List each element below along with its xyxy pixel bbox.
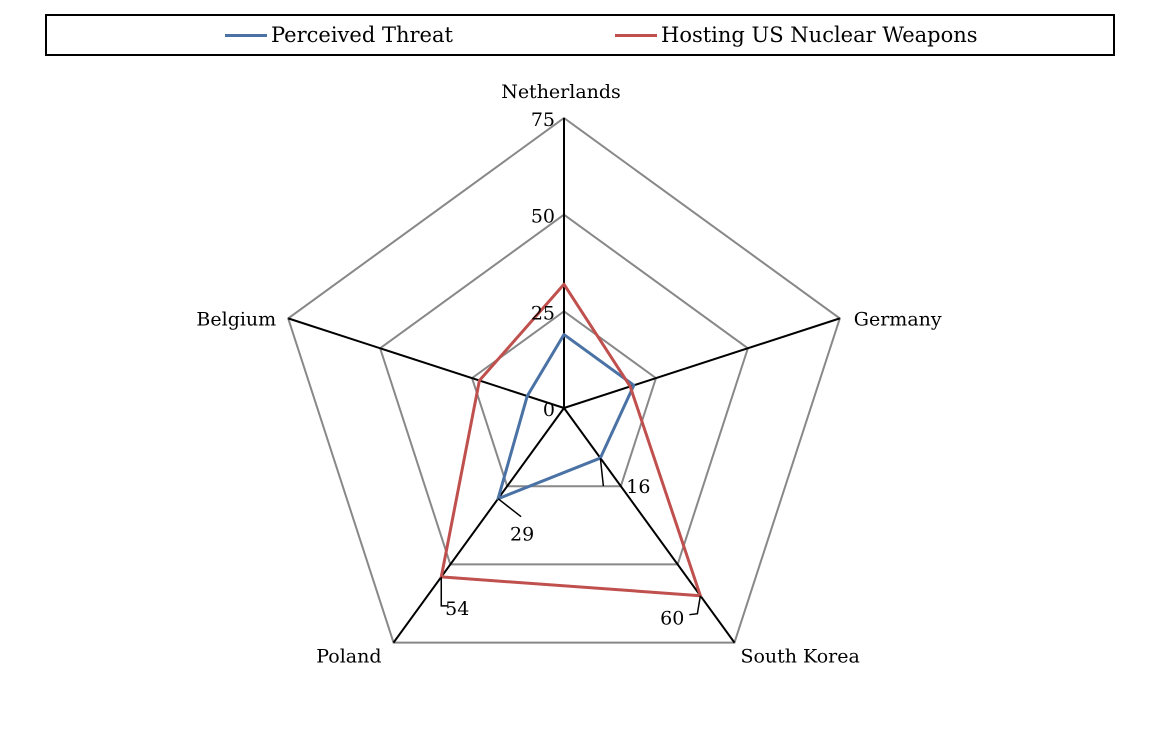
- legend-item-perceived-threat: Perceived Threat: [225, 16, 453, 54]
- legend-label-perceived-threat: Perceived Threat: [271, 23, 453, 47]
- legend-label-hosting-us-nuclear-weapons: Hosting US Nuclear Weapons: [661, 23, 978, 47]
- category-label-netherlands: Netherlands: [501, 81, 621, 103]
- radial-tick-label: 0: [543, 399, 555, 421]
- category-label-germany: Germany: [854, 308, 942, 330]
- category-label-belgium: Belgium: [196, 308, 276, 330]
- grid-ring-75: [287, 116, 841, 644]
- grid-ring-50: [378, 213, 750, 566]
- axis-spoke-belgium: [287, 317, 565, 409]
- data-label-leader: [497, 498, 522, 518]
- series-line-hosting-us-nuclear-weapons: [439, 282, 702, 598]
- legend-swatch-hosting-us-nuclear-weapons: [615, 33, 657, 37]
- legend-swatch-perceived-threat: [225, 33, 267, 37]
- category-label-poland: Poland: [316, 646, 381, 668]
- data-label-leader: [689, 595, 702, 616]
- radar-series: [439, 282, 702, 598]
- axis-spoke-germany: [563, 317, 841, 409]
- data-label-perceived-threat-south-korea: 16: [626, 476, 650, 498]
- chart-legend: Perceived Threat Hosting US Nuclear Weap…: [45, 14, 1115, 56]
- radar-grid: [287, 116, 841, 644]
- legend-item-hosting-us-nuclear-weapons: Hosting US Nuclear Weapons: [615, 16, 978, 54]
- axis-spoke-south-korea: [563, 407, 736, 644]
- data-label-perceived-threat-poland: 29: [510, 524, 534, 546]
- category-label-south-korea: South Korea: [740, 646, 859, 668]
- radial-tick-label: 25: [531, 302, 555, 324]
- radial-tick-label: 75: [531, 109, 555, 131]
- data-label-hosting-us-nuclear-weapons-poland: 54: [445, 598, 469, 620]
- data-label-hosting-us-nuclear-weapons-south-korea: 60: [660, 608, 684, 630]
- data-label-leader: [440, 576, 449, 607]
- radial-tick-label: 50: [531, 206, 555, 228]
- grid-ring-25: [470, 310, 658, 488]
- radar-axes: [287, 118, 841, 644]
- axis-spoke-poland: [392, 407, 565, 644]
- data-label-leader: [599, 457, 605, 487]
